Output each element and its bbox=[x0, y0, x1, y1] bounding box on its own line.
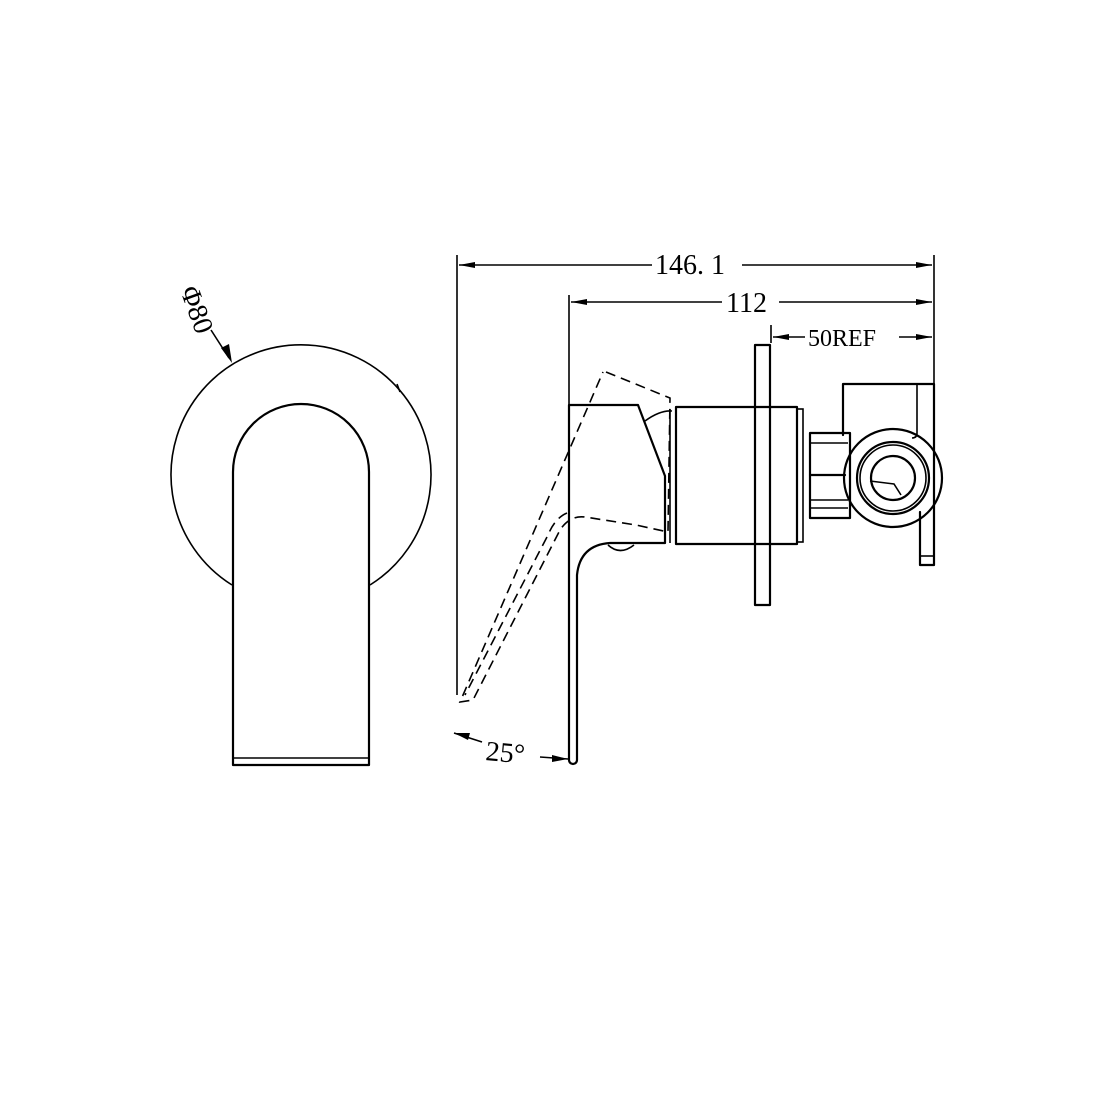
handle-body bbox=[567, 403, 667, 766]
dim-overall-depth: 146. 1 bbox=[655, 250, 725, 281]
collar-ring bbox=[796, 408, 804, 543]
cartridge-collar bbox=[674, 405, 799, 546]
handle-rotated-dashed bbox=[458, 371, 671, 704]
dim-arrow-angle-right bbox=[552, 755, 568, 762]
dim-body-depth: 50REF bbox=[808, 326, 876, 352]
dim-arrow-angle-left bbox=[454, 733, 470, 740]
dim-handle-angle: 25° bbox=[484, 736, 526, 770]
cover-plate-outline bbox=[170, 344, 432, 586]
diameter-arrow bbox=[221, 344, 232, 363]
dim-arrow-overall-left bbox=[459, 262, 475, 268]
front-view: Φ80 bbox=[170, 282, 432, 767]
dim-arrow-body-left bbox=[773, 334, 789, 340]
valve-port-ring-inner bbox=[859, 444, 927, 512]
wall-plate bbox=[753, 343, 772, 607]
valve-housing-inner bbox=[911, 384, 918, 439]
side-view: 146. 1 112 50REF 25° bbox=[453, 250, 944, 770]
dim-arrow-handle-right bbox=[916, 299, 932, 305]
dim-arrow-handle-left bbox=[571, 299, 587, 305]
valve-port-ring bbox=[855, 440, 931, 516]
handle-curve bbox=[644, 410, 673, 422]
handle-screw bbox=[607, 544, 635, 552]
handle-outline bbox=[231, 402, 371, 767]
valve-port-core bbox=[869, 454, 917, 502]
diameter-label: Φ80 bbox=[173, 282, 219, 338]
valve-port-indicator bbox=[869, 480, 902, 496]
dim-handle-to-wall: 112 bbox=[726, 288, 767, 319]
dim-arrow-body-right bbox=[916, 334, 932, 340]
dim-arrow-overall-right bbox=[916, 262, 932, 268]
handle-rotated-dashed-outer bbox=[464, 512, 568, 696]
valve-port-outer bbox=[842, 427, 944, 529]
plate-tick bbox=[396, 383, 401, 393]
